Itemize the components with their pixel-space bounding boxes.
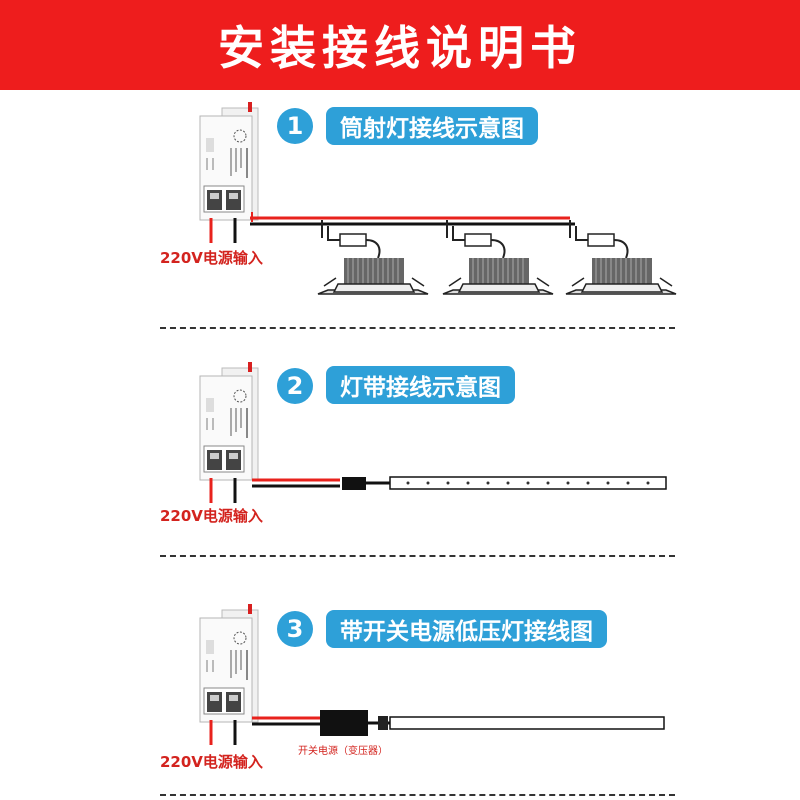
section-divider-1 [160,327,675,329]
controller-module-2 [198,360,260,505]
strip-connector [342,477,366,490]
downlight-3 [565,225,677,295]
header-banner: 安装接线说明书 [0,0,800,90]
section-divider-2 [160,555,675,557]
power-input-label-3: 220V电源输入 [160,753,263,771]
controller-module-3 [198,602,260,747]
section-divider-3 [160,794,675,796]
step-number-1: 1 [277,108,313,144]
transformer-box [320,710,368,736]
power-input-label-1: 220V电源输入 [160,249,263,267]
transformer-label: 开关电源（变压器） [298,746,388,757]
step-title-1: 筒射灯接线示意图 [326,107,538,145]
page-title: 安装接线说明书 [218,21,582,75]
step-number-3: 3 [277,611,313,647]
led-dots [406,481,650,485]
controller-module-1 [198,100,260,245]
step-number-2: 2 [277,368,313,404]
downlight-2 [442,225,554,295]
power-input-label-2: 220V电源输入 [160,507,263,525]
led-strip-3 [389,716,665,730]
downlight-1 [317,225,429,295]
step-title-3: 带开关电源低压灯接线图 [326,610,607,648]
step-title-2: 灯带接线示意图 [326,366,515,404]
